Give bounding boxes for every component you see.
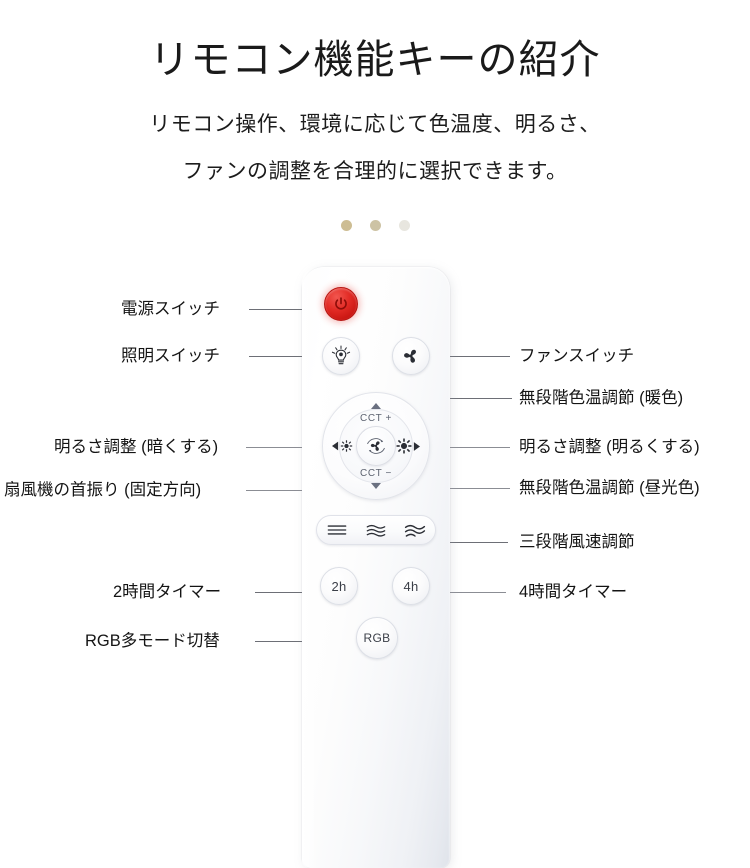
leader-line-timer-2h bbox=[255, 592, 317, 593]
wind-speed-high-button[interactable] bbox=[404, 522, 426, 539]
wind-speed-low-button[interactable] bbox=[326, 522, 348, 538]
leader-line-bright bbox=[430, 447, 510, 448]
leader-line-dim bbox=[246, 447, 318, 448]
wind-speed-medium-icon bbox=[366, 524, 386, 537]
leader-line-light bbox=[249, 356, 315, 357]
page-subtitle-line-2: ファンの調整を合理的に選択できます。 bbox=[182, 160, 568, 183]
timer-2h-button[interactable]: 2h bbox=[320, 567, 358, 605]
callout-label-brightness-up: 明るさ調整 (明るくする) bbox=[519, 438, 700, 456]
triangle-down-icon bbox=[371, 483, 381, 489]
rgb-button[interactable]: RGB bbox=[356, 617, 398, 659]
page-subtitle-line-1: リモコン操作、環境に応じて色温度、明るさ、 bbox=[149, 113, 601, 136]
light-button[interactable] bbox=[322, 337, 360, 375]
remote-control-body: CCT + CCT − bbox=[302, 267, 450, 868]
triangle-up-icon bbox=[371, 403, 381, 409]
timer-4h-label: 4h bbox=[403, 578, 419, 594]
leader-line-fan bbox=[432, 356, 510, 357]
wind-speed-medium-button[interactable] bbox=[365, 522, 387, 538]
carousel-dot-3[interactable] bbox=[398, 220, 410, 231]
wind-speed-high-icon bbox=[405, 524, 426, 537]
leader-line-speed bbox=[424, 542, 508, 543]
callout-label-timer-4h: 4時間タイマー bbox=[519, 583, 628, 601]
cct-minus-label[interactable]: CCT − bbox=[360, 468, 392, 479]
power-button[interactable] bbox=[324, 287, 358, 321]
arrow-left-icon bbox=[332, 441, 339, 451]
brightness-down-button[interactable] bbox=[332, 440, 353, 453]
lightbulb-icon bbox=[331, 345, 351, 365]
leader-line-oscillate bbox=[246, 490, 316, 491]
timer-2h-label: 2h bbox=[331, 578, 347, 594]
brightness-up-button[interactable] bbox=[396, 438, 420, 454]
leader-line-power bbox=[249, 309, 313, 310]
speed-pill bbox=[316, 515, 436, 545]
leader-line-timer-4h bbox=[432, 592, 506, 593]
callout-label-fan: ファンスイッチ bbox=[519, 347, 635, 365]
page-title: リモコン機能キーの紹介 bbox=[149, 38, 601, 82]
brightness-down-icon bbox=[340, 440, 353, 452]
carousel-dot-1[interactable] bbox=[340, 220, 352, 231]
brightness-up-icon bbox=[396, 438, 412, 454]
fan-button[interactable] bbox=[392, 337, 430, 375]
callout-label-timer-2h: 2時間タイマー bbox=[113, 583, 222, 601]
callout-label-rgb: RGB多モード切替 bbox=[85, 632, 220, 650]
oscillate-button[interactable] bbox=[356, 426, 396, 466]
rgb-label: RGB bbox=[363, 631, 391, 645]
fan-icon bbox=[404, 349, 416, 363]
wind-speed-low-icon bbox=[327, 525, 346, 535]
carousel-dots bbox=[0, 220, 750, 231]
callout-label-brightness-down: 明るさ調整 (暗くする) bbox=[54, 438, 219, 456]
carousel-dot-2[interactable] bbox=[369, 220, 381, 231]
leader-line-cct-minus bbox=[398, 488, 510, 489]
callout-label-cct-plus: 無段階色温調節 (暖色) bbox=[519, 389, 684, 407]
callout-label-oscillate: 扇風機の首振り (固定方向) bbox=[4, 481, 202, 499]
callout-label-power: 電源スイッチ bbox=[121, 300, 220, 318]
arrow-right-icon bbox=[413, 441, 420, 451]
callout-label-speed: 三段階風速調節 bbox=[519, 533, 635, 551]
callout-label-light: 照明スイッチ bbox=[121, 347, 220, 365]
power-icon bbox=[335, 297, 347, 310]
cct-dial[interactable]: CCT + CCT − bbox=[322, 392, 430, 500]
callout-label-cct-minus: 無段階色温調節 (昼光色) bbox=[519, 479, 700, 497]
leader-line-rgb bbox=[255, 641, 319, 642]
timer-4h-button[interactable]: 4h bbox=[392, 567, 430, 605]
fan-oscillate-icon bbox=[367, 438, 385, 454]
cct-plus-label[interactable]: CCT + bbox=[360, 413, 392, 424]
